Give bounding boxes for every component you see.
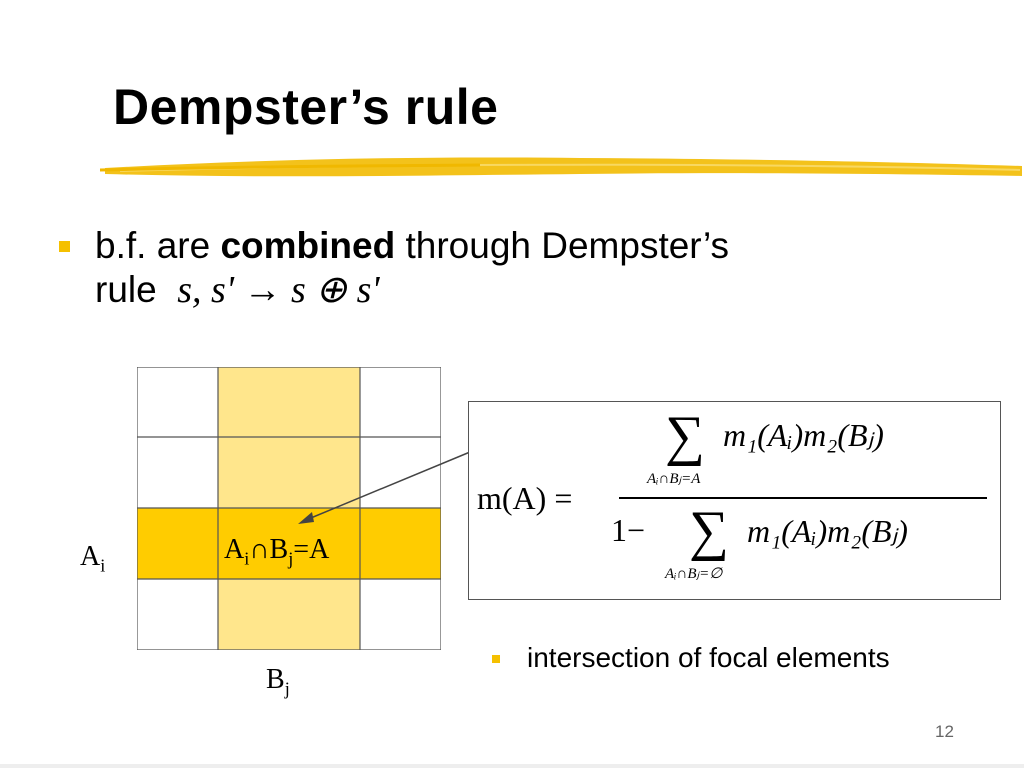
bullet-text-bold: combined: [220, 225, 396, 266]
denominator-sum-symbol: ∑: [689, 500, 729, 562]
bottom-strip: [0, 764, 1024, 768]
bullet-marker-small: [492, 655, 500, 663]
bullet-text-suffix: through Dempster’s: [395, 225, 730, 266]
denominator-condition: Aᵢ∩Bⱼ=∅: [665, 566, 723, 582]
bullet-marker: [59, 241, 70, 252]
slide-title: Dempster’s rule: [113, 79, 499, 135]
rule-expression: s, s' → s ⊕ s': [177, 269, 380, 311]
fraction-bar: [619, 497, 987, 499]
denominator-prefix: 1−: [611, 512, 646, 548]
denominator-term: m₁(Aᵢ)m₂(Bⱼ): [747, 513, 908, 549]
bullet-intersection-text: intersection of focal elements: [527, 642, 890, 673]
column-label-bj: Bj: [266, 664, 290, 699]
row-label-ai: Ai: [80, 541, 106, 576]
highlight-row: [137, 508, 441, 579]
formula-box: m(A) = ∑ m₁(Aᵢ)m₂(Bⱼ) Aᵢ∩Bⱼ=A 1− ∑ m₁(Aᵢ…: [468, 401, 1001, 600]
intersection-grid-diagram: [137, 367, 441, 650]
pointer-arrow: [298, 451, 471, 524]
title-underline-decoration: [100, 157, 1022, 177]
numerator-condition: Aᵢ∩Bⱼ=A: [647, 471, 701, 487]
cell-intersection-label: Ai∩Bj=A: [224, 534, 330, 569]
page-number: 12: [935, 722, 954, 741]
bullet-text-rule: rule: [95, 269, 157, 310]
bullet-combined: b.f. are combined through Dempster’s rul…: [95, 224, 975, 312]
numerator-sum-symbol: ∑: [665, 405, 705, 467]
numerator-term: m₁(Aᵢ)m₂(Bⱼ): [723, 417, 884, 453]
bullet-text-prefix: b.f. are: [95, 225, 221, 266]
formula-lhs: m(A) =: [477, 480, 573, 516]
